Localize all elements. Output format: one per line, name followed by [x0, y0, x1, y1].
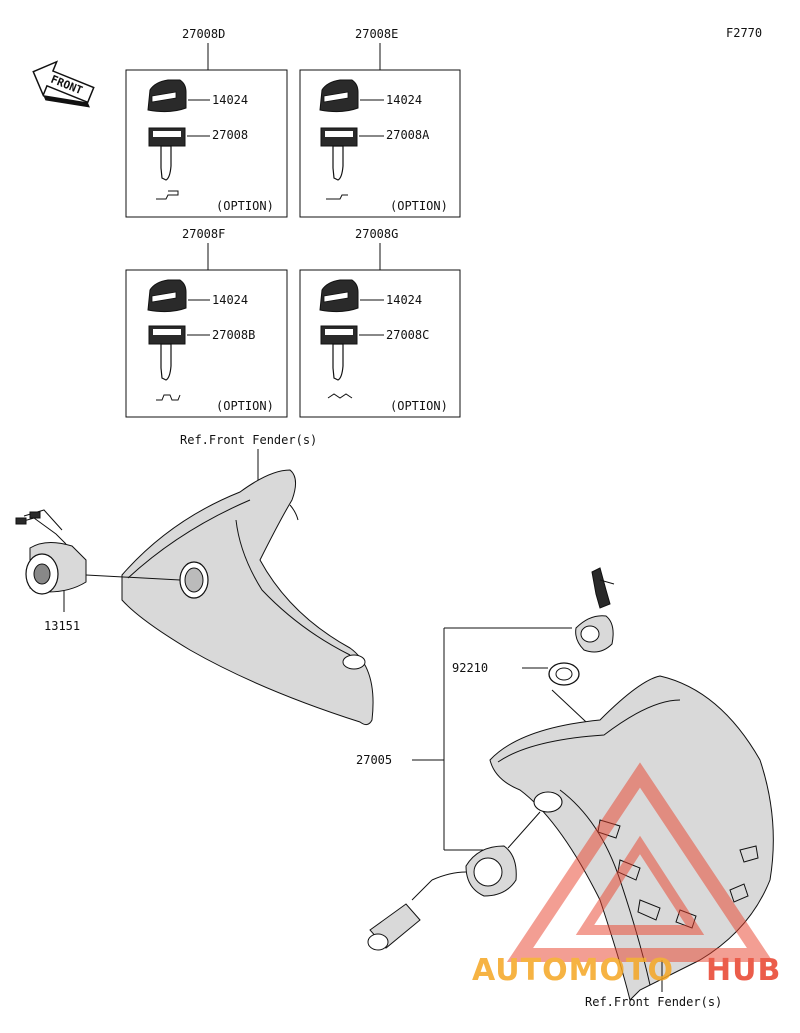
watermark-text-part2: HUB [706, 953, 781, 988]
leader-line [85, 574, 181, 581]
part-27005-label: 27005 [356, 753, 392, 767]
bracket-lines [412, 627, 572, 851]
key-part-number: 27008B [212, 328, 255, 342]
key-icon [148, 325, 186, 381]
key-cut-profile [327, 393, 353, 399]
cap-part-number: 14024 [386, 93, 422, 107]
key-cut-profile [156, 190, 179, 200]
front-arrow-icon [32, 60, 95, 108]
ref-front-fender-top: Ref.Front Fender(s) [180, 433, 317, 447]
key-cut-profile [326, 194, 348, 200]
key-set-id: 27008D [182, 27, 225, 41]
watermark-text-part1: AUTOMOTO [472, 953, 674, 988]
option-note: (OPTION) [216, 399, 274, 413]
key-set-id: 27008G [355, 227, 398, 241]
option-note: (OPTION) [216, 199, 274, 213]
key-set-box: 27008F 14024 27008B (OPTION) [125, 227, 288, 418]
key-set-box: 27008E 14024 27008A (OPTION) [299, 27, 461, 218]
ignition-key-set-icon [575, 567, 615, 653]
nut-icon [548, 662, 580, 686]
key-part-number: 27008C [386, 328, 429, 342]
ignition-switch-icon [15, 509, 87, 595]
key-cap-icon [319, 79, 359, 113]
watermark-logo: AUTOMOTO HUB [472, 762, 781, 988]
option-note: (OPTION) [390, 199, 448, 213]
option-note: (OPTION) [390, 399, 448, 413]
part-92210-label: 92210 [452, 661, 488, 675]
ref-front-fender-bottom: Ref.Front Fender(s) [585, 995, 722, 1009]
key-icon [320, 325, 358, 381]
key-cap-icon [319, 279, 359, 313]
cap-part-number: 14024 [212, 293, 248, 307]
key-icon [148, 127, 186, 181]
part-13151-label: 13151 [44, 619, 80, 633]
key-cap-icon [147, 279, 187, 313]
key-cap-icon [147, 79, 187, 113]
key-set-id: 27008E [355, 27, 398, 41]
front-fender-panel [121, 469, 374, 726]
key-cut-profile [156, 394, 181, 401]
figure-code: F2770 [726, 26, 762, 40]
key-part-number: 27008 [212, 128, 248, 142]
ignition-switch-lower-icon [367, 845, 517, 951]
cap-part-number: 14024 [212, 93, 248, 107]
key-set-box: 27008D 14024 27008 (OPTION) [125, 27, 288, 218]
key-icon [320, 127, 358, 181]
cap-part-number: 14024 [386, 293, 422, 307]
key-set-id: 27008F [182, 227, 225, 241]
key-set-box: 27008G 14024 27008C (OPTION) [299, 227, 461, 418]
key-part-number: 27008A [386, 128, 430, 142]
